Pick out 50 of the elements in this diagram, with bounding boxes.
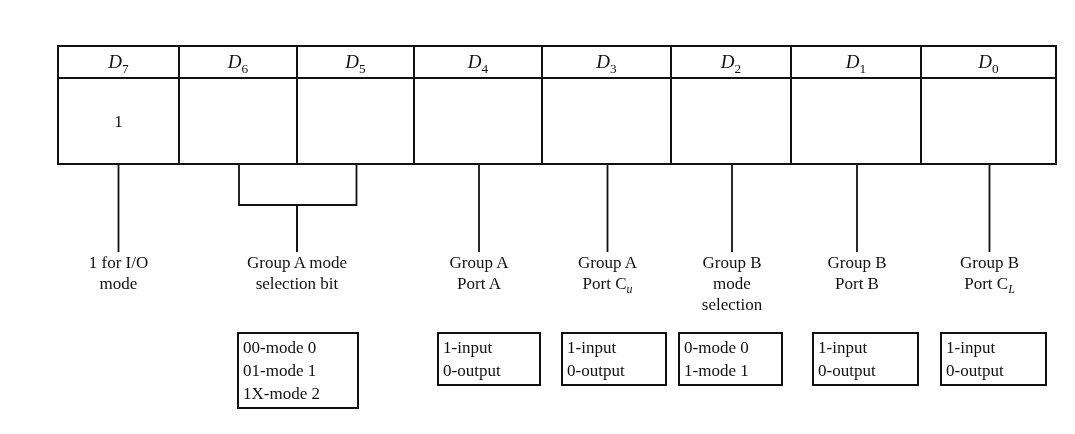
bit-label: D$_{2}$ xyxy=(720,50,742,78)
option-text: 0-output xyxy=(818,360,877,382)
option-box xyxy=(561,332,667,386)
bit-label: D$_{5}$ xyxy=(345,50,366,78)
option-text: 1-input xyxy=(818,337,869,359)
field-description: Group A Port C$_{u}$ xyxy=(562,252,653,301)
bit-label: D$_{0}$ xyxy=(978,50,999,78)
register-bit-cell xyxy=(57,45,180,165)
register-bit-cell xyxy=(543,45,672,165)
field-description: Group B Port B xyxy=(812,252,902,294)
field-description: Group A mode selection bit xyxy=(217,252,377,294)
bit-label: D$_{4}$ xyxy=(467,50,489,78)
leader-line xyxy=(296,164,358,253)
option-text: 1-input xyxy=(567,337,618,359)
option-text: 1-input xyxy=(946,337,997,359)
option-text: 0-mode 0 xyxy=(684,337,750,359)
bit-value: 1 xyxy=(114,111,123,133)
option-text: 1-mode 1 xyxy=(684,360,750,382)
option-text: 00-mode 0 xyxy=(243,337,318,359)
leader-line xyxy=(606,164,609,253)
field-description: Group B mode selection xyxy=(687,252,777,315)
leader-line xyxy=(856,164,858,253)
bit-label: D$_{7}$ xyxy=(108,50,129,78)
leader-line xyxy=(988,164,991,253)
leader-line xyxy=(731,164,733,253)
register-bit-cell xyxy=(672,45,792,165)
field-description: Group A Port A xyxy=(434,252,524,294)
option-text: 1-input xyxy=(443,337,494,359)
register-bit-cell xyxy=(922,45,1057,165)
option-box xyxy=(237,332,359,409)
option-box xyxy=(678,332,783,386)
bit-label: D$_{3}$ xyxy=(596,50,617,78)
bit-label: D$_{6}$ xyxy=(227,50,249,78)
register-bit-cell xyxy=(415,45,543,165)
field-description: Group B Port C$_{L}$ xyxy=(944,252,1035,301)
option-text: 01-mode 1 xyxy=(243,360,318,382)
option-box xyxy=(812,332,919,386)
option-text: 0-output xyxy=(946,360,1005,382)
bit-label: D$_{1}$ xyxy=(845,50,867,78)
option-text: 0-output xyxy=(567,360,626,382)
register-bit-cell xyxy=(180,45,298,165)
field-description: 1 for I/O mode xyxy=(68,252,169,294)
option-text: 0-output xyxy=(443,360,502,382)
register-bit-cell xyxy=(792,45,922,165)
option-text: 1X-mode 2 xyxy=(243,383,321,405)
leader-line xyxy=(478,164,480,253)
option-box xyxy=(940,332,1047,386)
option-box xyxy=(437,332,541,386)
register-bit-cell xyxy=(298,45,415,165)
leader-line xyxy=(117,164,120,253)
